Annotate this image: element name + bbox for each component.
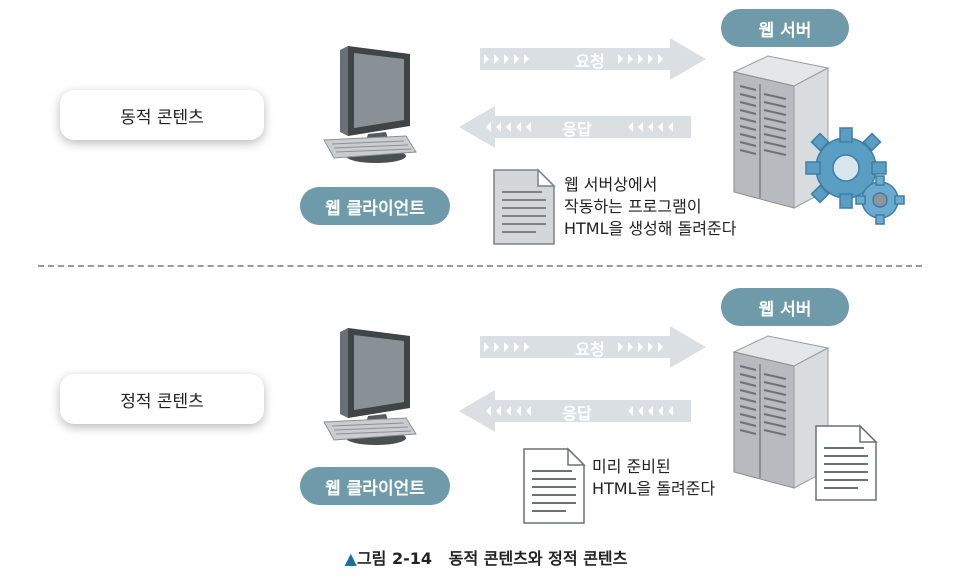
static-client-label: 웹 클라이언트 <box>325 478 425 499</box>
static-server-label: 웹 서버 <box>758 299 812 320</box>
caption-title: 동적 콘텐츠와 정적 콘텐츠 <box>448 549 628 568</box>
dynamic-server-label: 웹 서버 <box>758 20 812 41</box>
dynamic-server-pill: 웹 서버 <box>721 9 849 47</box>
dynamic-client-label: 웹 클라이언트 <box>325 198 425 219</box>
dynamic-note-line-3: HTML을 생성해 돌려준다 <box>564 219 737 238</box>
static-content-box: 정적 콘텐츠 <box>60 374 264 424</box>
dynamic-content-label: 동적 콘텐츠 <box>120 107 204 128</box>
static-server-pill: 웹 서버 <box>721 288 849 326</box>
server-tower-icon <box>732 55 830 209</box>
document-icon <box>815 424 878 501</box>
dynamic-response-arrow <box>459 106 691 148</box>
dynamic-request-arrow <box>480 38 706 80</box>
keyboard-icon <box>323 135 417 159</box>
figure-caption: ▲그림 2-14 동적 콘텐츠와 정적 콘텐츠 <box>0 545 972 569</box>
gear-icon <box>805 127 905 225</box>
document-icon <box>523 447 586 524</box>
section-divider <box>38 265 922 267</box>
static-request-arrow <box>480 326 706 368</box>
keyboard-icon <box>323 417 417 441</box>
dynamic-note: 웹 서버상에서 작동하는 프로그램이 HTML을 생성해 돌려준다 <box>564 174 736 240</box>
chevron-icon <box>486 406 673 416</box>
static-request-label: 요청 <box>575 340 605 359</box>
dynamic-note-line-2: 작동하는 프로그램이 <box>564 197 702 216</box>
chevron-icon <box>486 122 673 132</box>
dynamic-response-label: 응답 <box>562 120 592 139</box>
static-note-line-2: HTML을 돌려준다 <box>592 479 716 498</box>
dynamic-client-pill: 웹 클라이언트 <box>300 187 450 225</box>
dynamic-content-box: 동적 콘텐츠 <box>60 90 264 140</box>
dynamic-request-label: 요청 <box>575 52 605 71</box>
server-tower-icon <box>732 335 830 489</box>
static-note-line-1: 미리 준비된 <box>592 457 671 476</box>
document-icon <box>493 168 556 245</box>
caption-marker: ▲ <box>344 549 357 568</box>
static-client-pill: 웹 클라이언트 <box>300 467 450 505</box>
dynamic-note-line-1: 웹 서버상에서 <box>564 175 658 194</box>
chevron-icon <box>484 342 663 352</box>
static-response-arrow <box>459 390 691 432</box>
static-note: 미리 준비된 HTML을 돌려준다 <box>592 456 715 500</box>
static-response-label: 응답 <box>562 404 592 423</box>
chevron-icon <box>484 54 663 64</box>
static-content-label: 정적 콘텐츠 <box>120 391 204 412</box>
caption-number: 그림 2-14 <box>356 549 432 568</box>
